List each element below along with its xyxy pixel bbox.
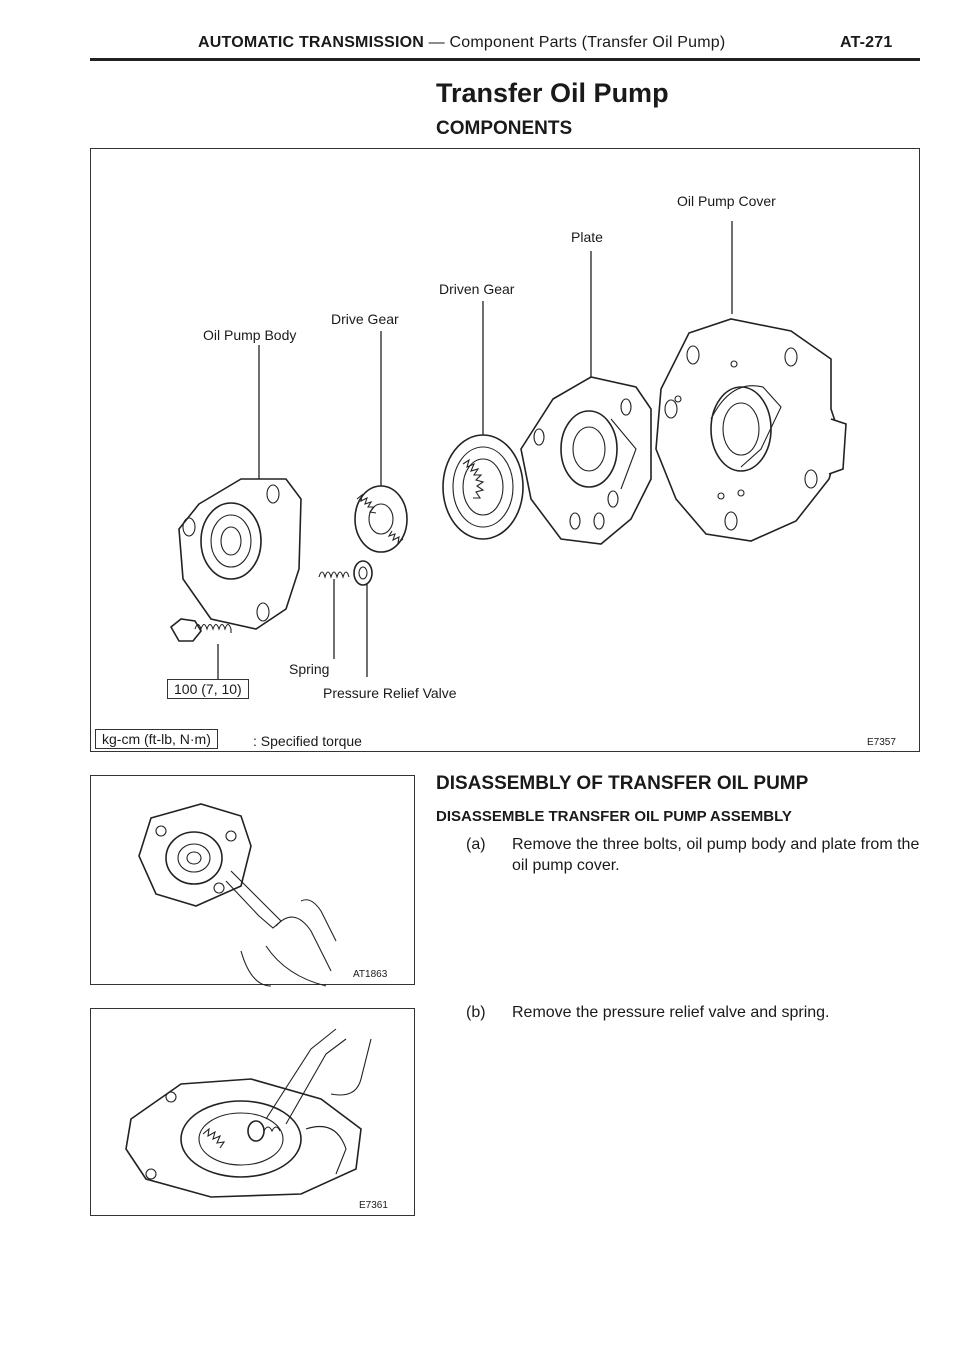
label-drive-gear: Drive Gear — [331, 311, 399, 327]
oil-pump-cover-drawing — [655, 318, 847, 542]
figure2-code: E7361 — [359, 1200, 388, 1211]
header-subsection: Component Parts (Transfer Oil Pump) — [449, 34, 726, 51]
torque-value-box: 100 (7, 10) — [167, 679, 249, 699]
page-title: Transfer Oil Pump — [436, 78, 669, 108]
figure-remove-bolts-drawing — [138, 803, 337, 987]
drive-gear-drawing — [354, 485, 408, 553]
spring-and-valve-drawing — [318, 560, 373, 586]
exploded-view-drawing — [169, 221, 847, 679]
header-section: AUTOMATIC TRANSMISSION — [198, 34, 425, 51]
step-b-text: Remove the pressure relief valve and spr… — [512, 1004, 830, 1021]
figure-remove-valve-drawing — [125, 1028, 372, 1198]
diagram-code: E7357 — [867, 737, 896, 748]
label-spring: Spring — [289, 661, 330, 677]
step-a-text: Remove the three bolts, oil pump body an… — [512, 836, 920, 874]
step-a: (a) Remove the three bolts, oil pump bod… — [466, 834, 921, 876]
components-diagram: Oil Pump Cover Plate Driven Gear Drive G… — [90, 148, 920, 752]
label-oil-pump-body: Oil Pump Body — [203, 327, 297, 343]
figure-remove-bolts: AT1863 — [90, 775, 415, 987]
label-pressure-relief-valve: Pressure Relief Valve — [323, 685, 457, 701]
torque-legend-text: : Specified torque — [253, 733, 362, 749]
torque-unit-box: kg-cm (ft-lb, N·m) — [95, 729, 218, 749]
bolt-drawing — [169, 618, 232, 642]
page-number: AT-271 — [840, 34, 893, 51]
label-plate: Plate — [571, 229, 603, 245]
header-rule — [90, 58, 920, 61]
oil-pump-body-drawing — [178, 478, 302, 630]
label-oil-pump-cover: Oil Pump Cover — [677, 193, 776, 209]
step-b: (b) Remove the pressure relief valve and… — [466, 1002, 921, 1023]
step-a-tag: (a) — [466, 836, 486, 853]
procedure-subheading: DISASSEMBLE TRANSFER OIL PUMP ASSEMBLY — [436, 808, 792, 825]
driven-gear-drawing — [442, 434, 524, 540]
running-header: AUTOMATIC TRANSMISSION — Component Parts… — [198, 34, 725, 52]
label-driven-gear: Driven Gear — [439, 281, 515, 297]
step-b-tag: (b) — [466, 1004, 486, 1021]
figure-remove-valve: E7361 — [90, 1008, 415, 1216]
figure1-code: AT1863 — [353, 969, 388, 980]
plate-drawing — [520, 376, 652, 545]
procedure-heading: DISASSEMBLY OF TRANSFER OIL PUMP — [436, 773, 809, 794]
section-title: COMPONENTS — [436, 118, 573, 139]
header-dash: — — [424, 34, 450, 51]
